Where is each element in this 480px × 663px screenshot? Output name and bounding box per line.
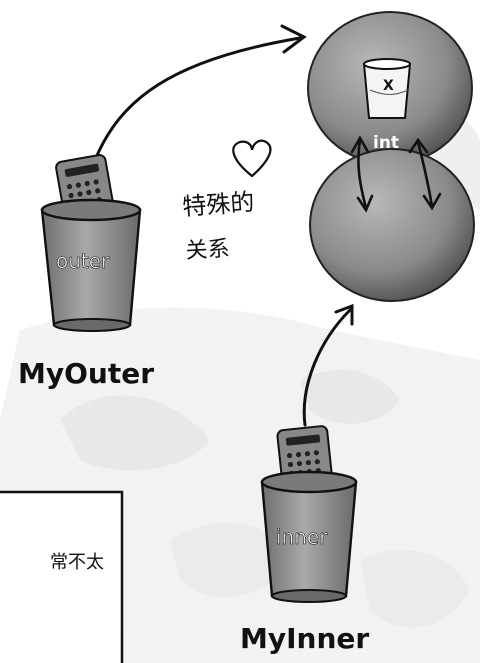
inner-object-sphere: [309, 148, 475, 302]
field-name-label: X: [383, 78, 394, 94]
inner-reference-cup: [260, 470, 358, 603]
arrow-inner-to-object: [302, 303, 354, 427]
annotation-line-2: 关系: [185, 237, 230, 264]
outer-class-label: MyOuter: [18, 357, 154, 390]
bidirectional-arrow-left: [350, 135, 374, 213]
partial-box-text: 常不太: [50, 552, 104, 573]
annotation-line-1: 特殊的: [181, 188, 255, 221]
outer-cup-label: outer: [56, 249, 110, 273]
heart-icon: [232, 139, 272, 178]
bidirectional-arrow-right: [408, 137, 442, 211]
arrow-outer-to-object: [93, 24, 307, 162]
outer-reference-cup: [40, 198, 142, 332]
field-type-label: int: [373, 133, 399, 153]
int-cup-icon: [362, 58, 412, 119]
inner-class-label: MyInner: [240, 622, 369, 655]
inner-cup-label: inner: [276, 525, 328, 549]
partial-text-box: [0, 490, 124, 663]
